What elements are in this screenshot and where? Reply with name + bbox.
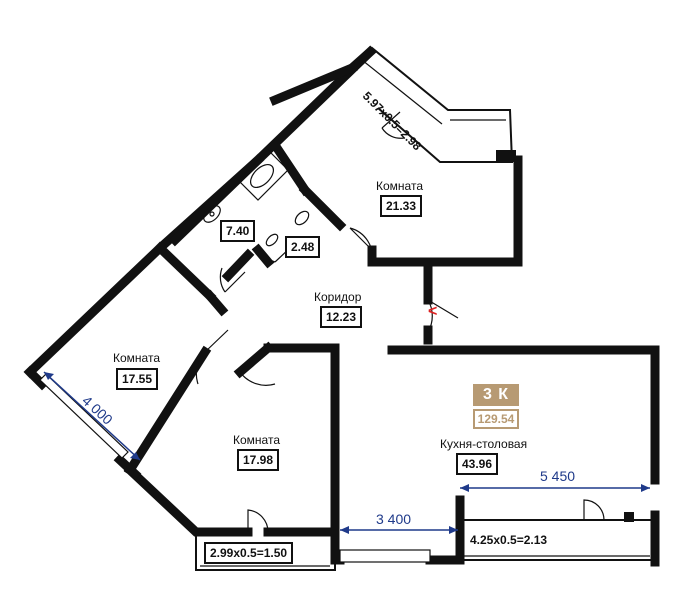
room-top-area: 21.33: [380, 195, 423, 217]
balcony-top-outline: [351, 46, 514, 163]
wall-left-room-window-top: [23, 365, 49, 391]
wall-left-room-top: [153, 241, 217, 303]
dim-kitchen-label: 5 450: [540, 468, 576, 484]
room-top-label: Комната: [376, 179, 423, 193]
door-left-room: [195, 329, 229, 385]
corridor-label: Коридор: [314, 290, 362, 304]
door-bottom-room: [239, 349, 276, 386]
window-left: [39, 373, 129, 459]
sink-bath: [203, 205, 221, 223]
wall-lower-left: [123, 463, 253, 537]
entrance-arrow-icon: <: [428, 303, 438, 320]
sink-wc: [265, 233, 279, 247]
wall-wc-right: [298, 183, 347, 232]
balcony-top-post: [496, 150, 516, 162]
door-top-room: [349, 227, 374, 263]
room-left-area: 17.55: [116, 368, 159, 390]
room-bottom-label: Комната: [233, 433, 280, 447]
wc-area: 2.48: [285, 236, 321, 258]
balcony-bottom-right-post: [624, 512, 634, 522]
kitchen-area: 43.96: [456, 453, 499, 475]
apartment-type-badge: 3 К: [473, 384, 519, 406]
balcony-top-door: [381, 111, 405, 139]
wall-wc-bottom: [251, 243, 275, 269]
balcony-bottom-right-door: [583, 499, 605, 521]
dim-bottom-label: 3 400: [376, 511, 412, 527]
balcony-bottom-right-area: 4.25x0.5=2.13: [470, 533, 548, 547]
balcony-bottom-right-outline: [460, 519, 656, 561]
bath-area: 7.40: [220, 220, 256, 242]
wall-bath-right: [268, 138, 312, 197]
door-entrance: [427, 299, 459, 333]
balcony-top-rail: [361, 59, 443, 125]
door-bath: [219, 267, 246, 293]
toilet: [294, 210, 310, 226]
balcony-bottom-left-outline: [195, 532, 336, 571]
bathtub: [237, 149, 289, 201]
balcony-bottom-left-door: [247, 509, 269, 533]
corridor-area: 12.23: [320, 306, 363, 328]
balcony-bottom-left-area: 2.99x0.5=1.50: [204, 542, 294, 564]
room-left-label: Комната: [113, 351, 160, 365]
wall-top-room-left: [269, 62, 358, 106]
kitchen-label: Кухня-столовая: [440, 437, 528, 451]
window-bottom-middle: [339, 549, 431, 563]
dim-line-kitchen: [460, 484, 650, 492]
wall-bath-bottom: [221, 248, 255, 283]
dim-line-bottom: [340, 526, 458, 534]
dim-line-left: [43, 371, 141, 461]
room-bottom-area: 17.98: [237, 449, 280, 471]
wall-left-room-lower: [123, 345, 212, 477]
wall-left-room-inner: [203, 289, 229, 317]
apartment-total-area: 129.54: [473, 409, 519, 429]
wall-kitchen-top: [387, 345, 660, 485]
